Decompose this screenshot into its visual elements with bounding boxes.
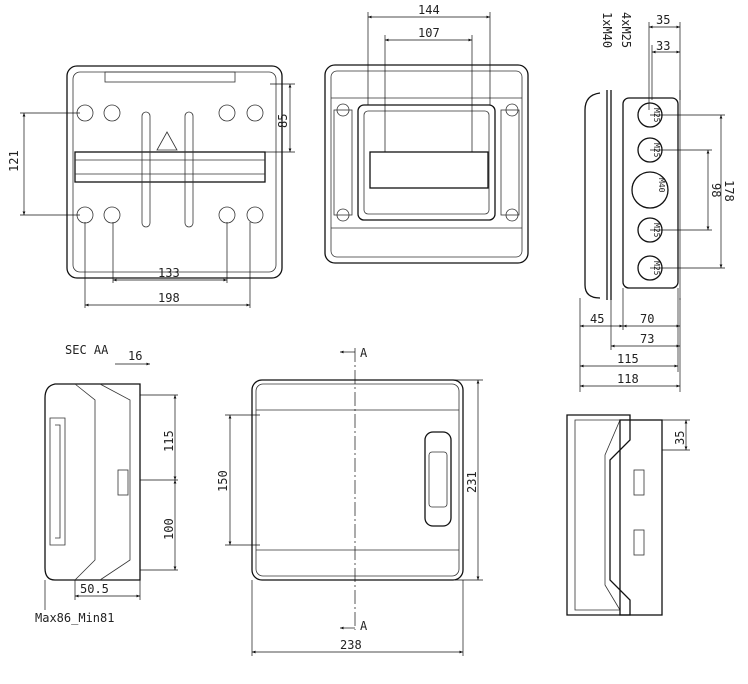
dim-73: 73 [640, 332, 654, 346]
front-open-view: 144 107 [324, 3, 529, 264]
front-view: A A 150 231 238 [216, 346, 483, 656]
dim-50-5: 50.5 [80, 582, 109, 596]
side-view: M25 M25 M40 M25 M25 4xM25 1xM40 35 33 17… [579, 12, 736, 392]
dim-115-section: 115 [162, 430, 176, 452]
section-title: SEC AA [65, 343, 109, 357]
dim-150: 150 [216, 470, 230, 492]
mount-range-label: Max86_Min81 [35, 611, 114, 625]
hole-label: M40 [657, 178, 666, 193]
dim-70: 70 [640, 312, 654, 326]
dim-45: 45 [590, 312, 604, 326]
dim-107: 107 [418, 26, 440, 40]
dim-33: 33 [656, 39, 670, 53]
dim-100-section: 100 [162, 518, 176, 540]
dim-16: 16 [128, 349, 142, 363]
side-closed-view: 35 [566, 414, 690, 616]
dim-178: 178 [722, 180, 736, 202]
dim-231: 231 [465, 471, 479, 493]
dim-98: 98 [709, 183, 723, 197]
dim-35-side: 35 [673, 431, 687, 445]
gland-label-2: 1xM40 [600, 12, 614, 48]
section-mark-top: A [360, 346, 368, 360]
dim-238: 238 [340, 638, 362, 652]
dim-115: 115 [617, 352, 639, 366]
dim-118: 118 [617, 372, 639, 386]
dim-121: 121 [7, 150, 21, 172]
section-view: SEC AA 16 115 100 50.5 Max86_Min81 [35, 343, 178, 625]
back-view: 121 85 133 198 [7, 65, 295, 308]
dim-133: 133 [158, 266, 180, 280]
gland-label-1: 4xM25 [619, 12, 633, 48]
dim-198: 198 [158, 291, 180, 305]
dim-35-top: 35 [656, 13, 670, 27]
dim-85: 85 [276, 114, 290, 128]
section-mark-bottom: A [360, 619, 368, 633]
dim-144: 144 [418, 3, 440, 17]
